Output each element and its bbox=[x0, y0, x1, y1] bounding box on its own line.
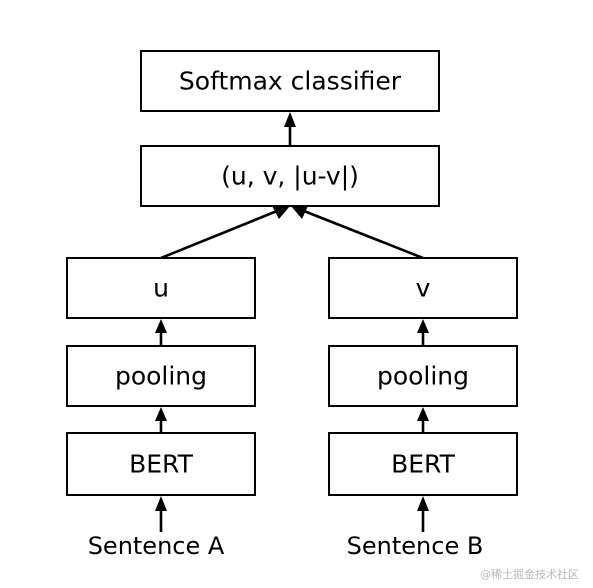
u-label: u bbox=[153, 274, 169, 303]
sentence-a-label: Sentence A bbox=[88, 532, 225, 560]
concat-box: (u, v, |u-v|) bbox=[140, 145, 440, 207]
v-label: v bbox=[416, 274, 431, 303]
bert-a-box: BERT bbox=[66, 432, 256, 496]
bert-a-label: BERT bbox=[129, 450, 193, 479]
pooling-b-label: pooling bbox=[377, 362, 469, 391]
concat-label: (u, v, |u-v|) bbox=[221, 162, 359, 191]
arrow-v-to-concat bbox=[291, 206, 424, 260]
arrow-concat-to-softmax bbox=[284, 112, 296, 146]
sentence-b-label: Sentence B bbox=[347, 532, 484, 560]
arrow-u-to-concat bbox=[160, 206, 290, 260]
softmax-classifier-label: Softmax classifier bbox=[179, 67, 402, 96]
softmax-classifier-box: Softmax classifier bbox=[140, 50, 440, 112]
pooling-b-box: pooling bbox=[328, 345, 518, 407]
pooling-a-box: pooling bbox=[66, 345, 256, 407]
arrow-pooling-b-to-v bbox=[417, 319, 429, 346]
arrow-bert-a-to-pooling-a bbox=[155, 407, 167, 433]
arrow-sentence-b-to-bert-b bbox=[417, 496, 429, 532]
bert-b-box: BERT bbox=[328, 432, 518, 496]
v-box: v bbox=[328, 257, 518, 319]
arrow-bert-b-to-pooling-b bbox=[417, 407, 429, 433]
arrow-sentence-a-to-bert-a bbox=[155, 496, 167, 532]
arrow-pooling-a-to-u bbox=[155, 319, 167, 346]
watermark: @稀土掘金技术社区 bbox=[480, 568, 579, 581]
pooling-a-label: pooling bbox=[115, 362, 207, 391]
bert-b-label: BERT bbox=[391, 450, 455, 479]
u-box: u bbox=[66, 257, 256, 319]
